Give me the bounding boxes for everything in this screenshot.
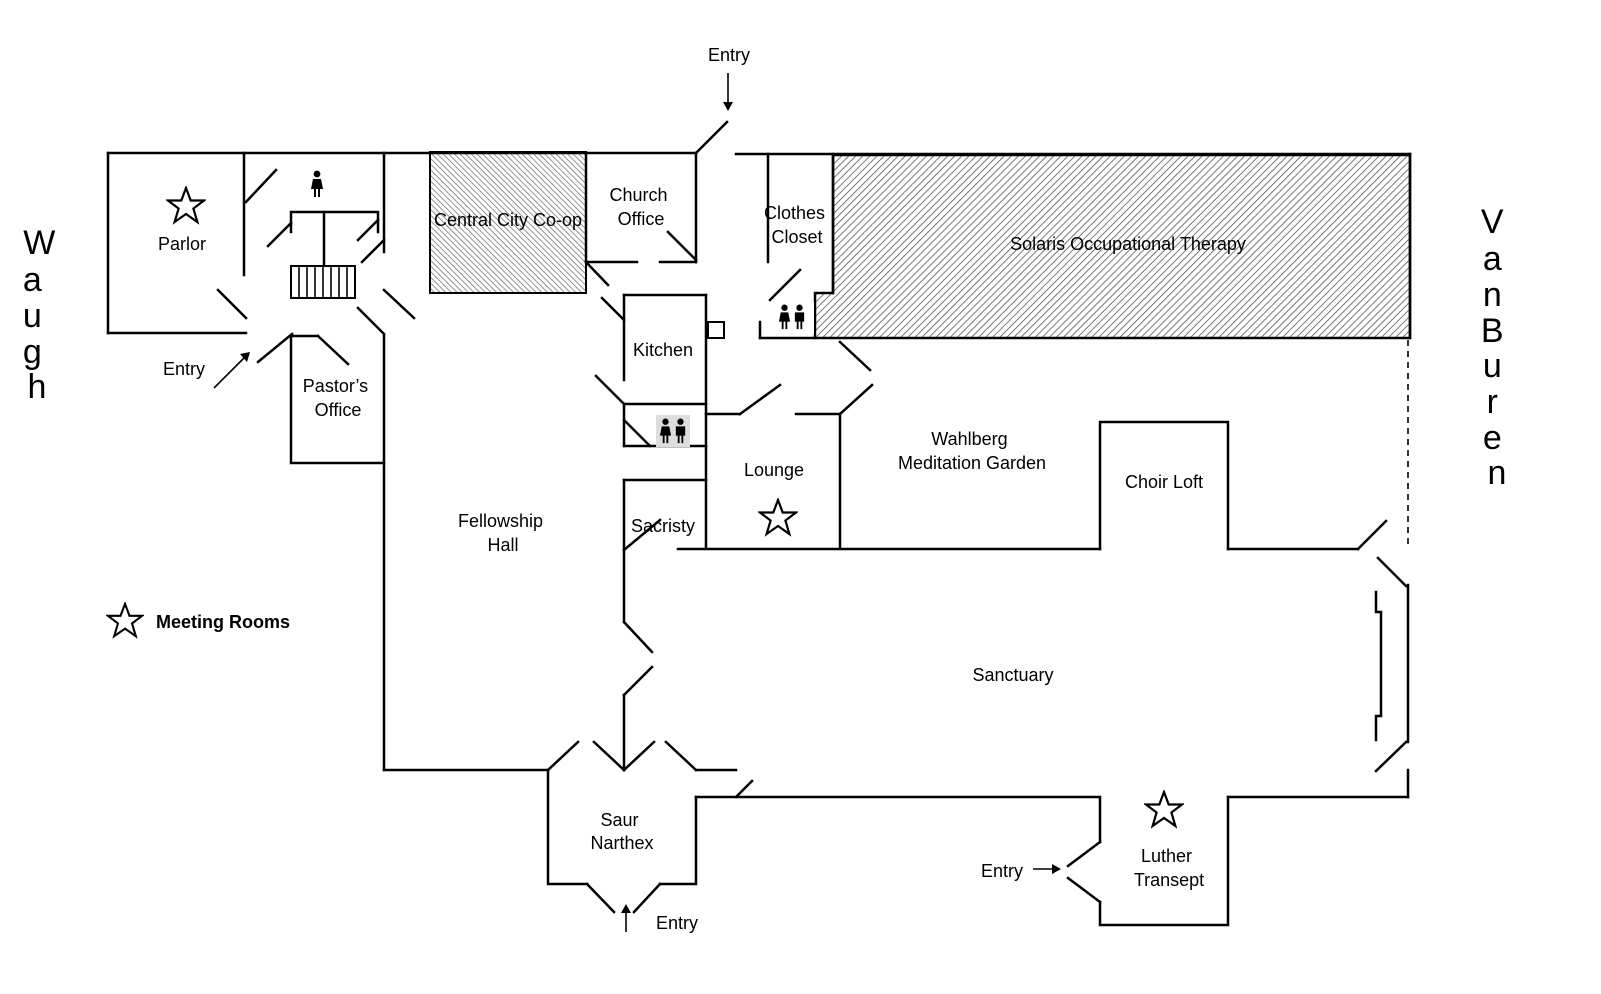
street-van-buren-letter: n — [1483, 276, 1502, 314]
label-kitchen: Kitchen — [633, 340, 693, 360]
legend: Meeting Rooms — [106, 602, 290, 638]
street-van-buren-letter: V — [1481, 203, 1504, 241]
label-entry-bottom: Entry — [656, 913, 698, 933]
label-central-city-coop: Central City Co-op — [434, 210, 582, 230]
street-van-buren-letter: r — [1487, 383, 1498, 421]
label-parlor: Parlor — [158, 234, 206, 254]
street-van-buren: V a n B u r e n — [1481, 203, 1513, 492]
star-icon — [166, 186, 206, 224]
walls — [106, 151, 1412, 927]
label-fellowship-hall: Fellowship Hall — [458, 511, 548, 555]
star-icon — [1144, 790, 1184, 828]
street-waugh-letter: h — [28, 368, 47, 406]
star-icon — [106, 602, 144, 638]
label-wahlberg: Wahlberg Meditation Garden — [898, 429, 1046, 473]
label-solaris: Solaris Occupational Therapy — [1010, 234, 1246, 254]
label-saur-narthex: Saur Narthex — [590, 810, 653, 853]
street-van-buren-letter: B — [1481, 312, 1504, 350]
label-sacristy: Sacristy — [631, 516, 695, 536]
label-choir-loft: Choir Loft — [1125, 472, 1203, 492]
legend-label: Meeting Rooms — [156, 612, 290, 632]
stairs — [290, 265, 356, 299]
street-waugh-letter: a — [23, 261, 42, 299]
street-waugh: W a u g h — [23, 224, 65, 406]
label-luther-transept: Luther Transept — [1134, 846, 1204, 890]
entry-arrows — [213, 73, 1061, 932]
street-van-buren-letter: a — [1483, 240, 1502, 278]
street-waugh-letter: W — [23, 224, 55, 262]
doors — [216, 120, 1408, 914]
label-sanctuary: Sanctuary — [972, 665, 1053, 685]
label-clothes-closet: Clothes Closet — [764, 203, 830, 247]
star-icon — [758, 498, 798, 536]
restroom-pair-icon — [774, 302, 814, 334]
central-city-coop-area — [429, 151, 587, 294]
label-pastors-office: Pastor’s Office — [303, 376, 373, 420]
label-entry-transept: Entry — [981, 861, 1023, 881]
woman-restroom-icon — [311, 170, 323, 197]
label-entry-top: Entry — [708, 45, 750, 65]
restroom-pair-icon — [656, 415, 690, 447]
label-lounge: Lounge — [744, 460, 804, 480]
street-waugh-letter: g — [23, 333, 42, 371]
label-church-office: Church Office — [609, 185, 672, 229]
utility-box — [707, 321, 725, 339]
street-waugh-letter: u — [23, 297, 42, 335]
street-van-buren-letter: u — [1483, 347, 1502, 385]
label-entry-left: Entry — [163, 359, 205, 379]
street-van-buren-letter: e — [1483, 419, 1502, 457]
street-van-buren-letter: n — [1488, 454, 1507, 492]
